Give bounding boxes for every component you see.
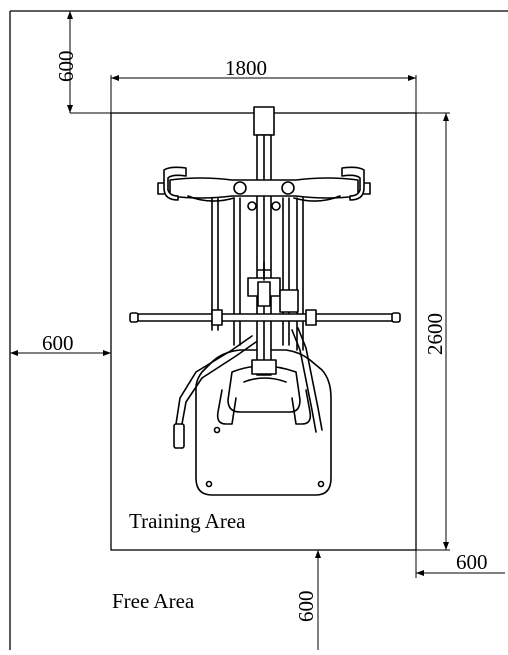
free-area-boundary bbox=[9, 10, 508, 650]
depth-label: 2600 bbox=[423, 313, 447, 355]
width-dimension: 1800 bbox=[110, 56, 417, 113]
right-clearance-label: 600 bbox=[456, 550, 488, 574]
left-clearance-dimension: 600 bbox=[10, 331, 111, 356]
bottom-clearance-dimension: 600 bbox=[294, 550, 321, 650]
free-area-label: Free Area bbox=[112, 589, 195, 613]
training-area-label: Training Area bbox=[129, 509, 246, 533]
multi-gym-machine-drawing bbox=[129, 106, 401, 496]
top-clearance-label: 600 bbox=[54, 51, 78, 83]
width-label: 1800 bbox=[225, 56, 267, 80]
right-clearance-dimension: 600 bbox=[415, 550, 505, 578]
left-clearance-label: 600 bbox=[42, 331, 74, 355]
bottom-clearance-label: 600 bbox=[294, 591, 318, 623]
depth-dimension: 2600 bbox=[416, 113, 450, 551]
